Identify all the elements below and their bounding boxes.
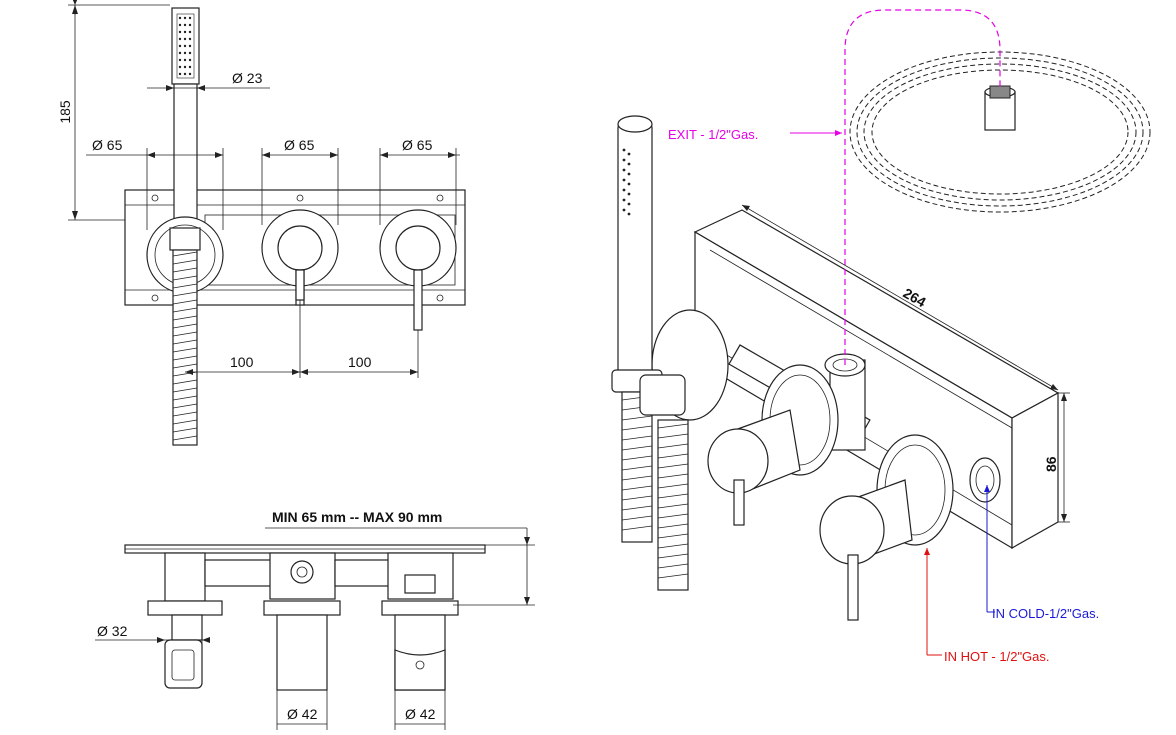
dim-rosette-mid: Ø 65 [284,137,315,153]
front-view: 185 Ø 23 Ø 65 Ø 65 Ø 65 100 100 [57,0,466,446]
label-exit: EXIT - 1/2"Gas. [668,127,758,142]
shower-arm-fitting [984,85,1016,131]
shower-nozzles [176,13,195,79]
dim-handle-dia-2: Ø 42 [405,706,436,722]
dim-rosette-right: Ø 65 [402,137,433,153]
dim-outlet-dia: Ø 32 [97,623,128,639]
dim-shower-dia: Ø 23 [232,70,263,86]
dim-box-depth: 86 [1043,456,1059,472]
dim-rosette-left: Ø 65 [92,137,123,153]
label-in-cold: IN COLD-1/2"Gas. [992,606,1099,621]
dim-spacing-1: 100 [230,354,254,370]
label-in-hot: IN HOT - 1/2"Gas. [944,649,1050,664]
dim-spacing-2: 100 [348,354,372,370]
mixer-body [651,309,1001,621]
flex-hose [172,249,198,446]
dim-height-185: 185 [57,100,73,124]
hand-shower [611,115,689,591]
dim-depth-range: MIN 65 mm -- MAX 90 mm [272,509,442,525]
top-view: MIN 65 mm -- MAX 90 mm Ø 32 Ø 42 Ø 42 [95,509,535,730]
isometric-view: EXIT - 1/2"Gas. IN COLD-1/2"Gas. IN HOT … [611,9,1151,664]
dim-handle-dia-1: Ø 42 [287,706,318,722]
